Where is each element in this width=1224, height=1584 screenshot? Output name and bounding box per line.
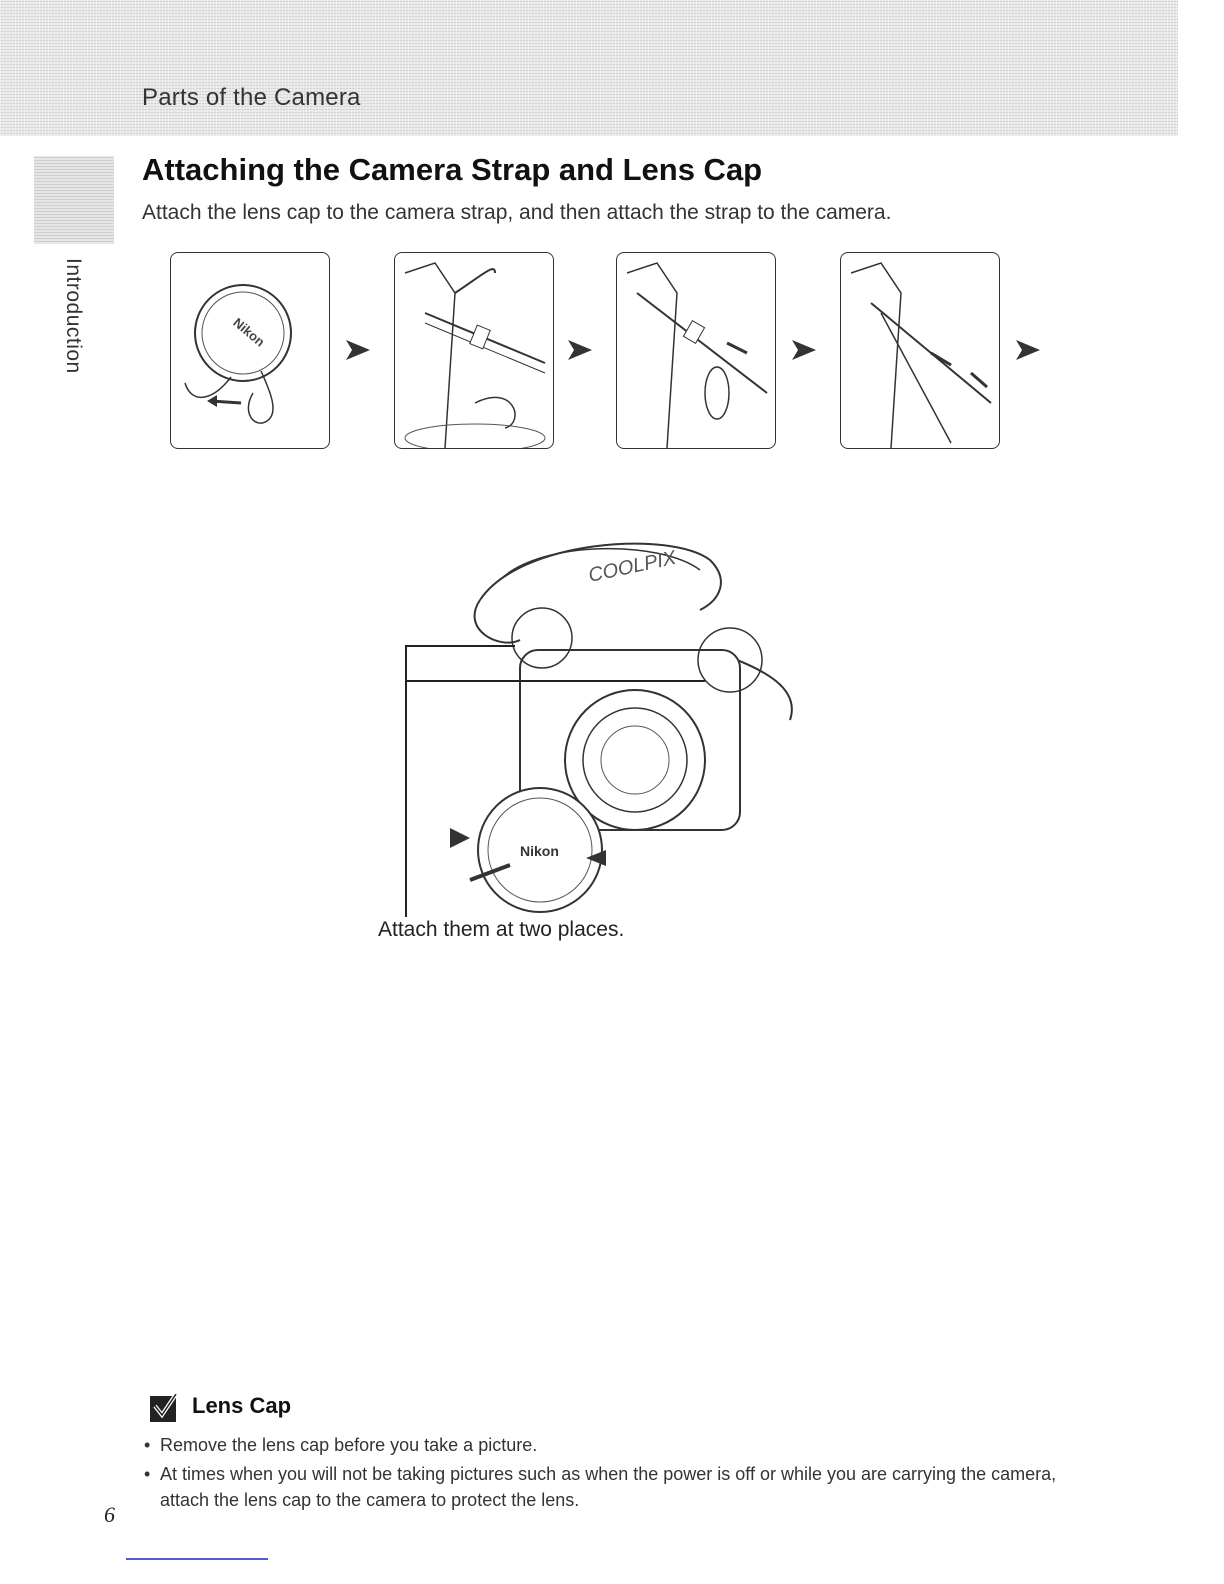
cap-brand-text: Nikon xyxy=(520,843,559,859)
intro-text: Attach the lens cap to the camera strap,… xyxy=(142,201,892,224)
lens-cap-cord-drawing: Nikon xyxy=(184,284,292,424)
step-1-illustration: Nikon xyxy=(170,252,330,449)
cap-brand-text: Nikon xyxy=(230,315,267,350)
step-arrow-icon xyxy=(792,340,816,360)
step-arrow-icon xyxy=(346,340,370,360)
callout-line xyxy=(405,645,515,647)
note-list: Remove the lens cap before you take a pi… xyxy=(142,1432,1062,1516)
callout-line xyxy=(405,645,407,917)
sidebar-label: Introduction xyxy=(62,258,85,374)
footer-rule xyxy=(126,1558,268,1560)
strap-threading-drawing xyxy=(404,262,546,448)
strap-tighten-drawing xyxy=(850,262,992,448)
strap-loop-drawing xyxy=(626,262,768,448)
step-3-illustration xyxy=(616,252,776,449)
section-title: Parts of the Camera xyxy=(142,84,361,111)
camera-with-strap-drawing: COOLPIX Nikon xyxy=(450,542,793,913)
step-4-illustration xyxy=(840,252,1000,449)
step-arrow-icon xyxy=(1016,340,1040,360)
step-2-illustration xyxy=(394,252,554,449)
callout-line xyxy=(405,680,705,682)
header-band xyxy=(0,0,1178,136)
strap-brand-text: COOLPIX xyxy=(586,547,678,587)
note-item: At times when you will not be taking pic… xyxy=(142,1461,1062,1513)
sidebar-tab-block xyxy=(34,156,114,244)
note-item: Remove the lens cap before you take a pi… xyxy=(142,1432,1062,1458)
figure-caption: Attach them at two places. xyxy=(378,918,625,941)
step-arrow-icon xyxy=(568,340,592,360)
page-title: Attaching the Camera Strap and Lens Cap xyxy=(142,152,763,187)
check-icon xyxy=(150,1394,178,1422)
page-number: 6 xyxy=(104,1502,115,1527)
note-title: Lens Cap xyxy=(192,1393,292,1418)
